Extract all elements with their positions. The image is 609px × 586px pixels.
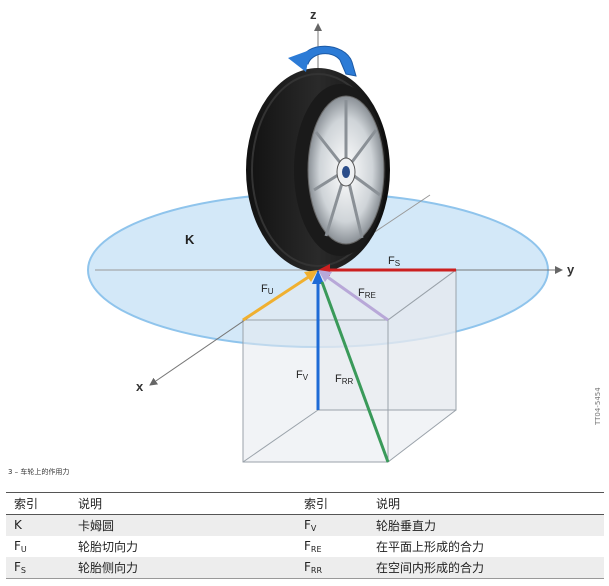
fv-label: FV — [296, 369, 309, 382]
row-index-1: FS — [6, 557, 70, 579]
legend-header-row: 索引 说明 索引 说明 — [6, 492, 604, 515]
image-code: TT04-5454 — [594, 387, 602, 425]
kamm-circle-label: K — [185, 232, 195, 247]
row-index-2: FRR — [296, 557, 368, 579]
row-index-2: FRE — [304, 539, 322, 554]
resultant-box — [241, 269, 458, 464]
fu-arrow — [242, 274, 311, 322]
row-desc-1: 轮胎侧向力 — [70, 557, 296, 579]
row-desc-1: 轮胎切向力 — [78, 540, 139, 554]
z-axis-label: z — [310, 7, 317, 22]
y-axis-label: y — [567, 262, 575, 277]
frr-label: FRR — [335, 373, 354, 386]
row-desc-2: 在平面上形成的合力 — [376, 540, 485, 554]
row-desc-1: 卡姆圆 — [70, 514, 296, 536]
row-desc-2: 在空间内形成的合力 — [368, 557, 604, 579]
table-row: K 卡姆圆 FV 轮胎垂直力 — [6, 514, 604, 536]
fu-label: FU — [261, 283, 274, 296]
figure-caption: 3 – 车轮上的作用力 — [8, 468, 70, 476]
fre-arrow — [325, 274, 389, 322]
header-index-1: 索引 — [6, 492, 70, 515]
rotation-arrow — [299, 45, 357, 77]
fs-label: FS — [388, 255, 400, 268]
table-row: FS 轮胎侧向力 FRR 在空间内形成的合力 — [6, 557, 604, 579]
x-axis-label: x — [136, 379, 144, 394]
row-index-1: K — [6, 514, 70, 536]
wheel — [246, 68, 390, 272]
frr-arrow — [320, 281, 390, 463]
force-diagram: z y x K FS — [87, 7, 575, 464]
fre-label: FRE — [358, 287, 376, 300]
row-desc-2: 轮胎垂直力 — [368, 514, 604, 536]
row-index-1: FU — [14, 539, 27, 554]
header-index-2: 索引 — [296, 492, 368, 515]
table-row: FU 轮胎切向力 FRE 在平面上形成的合力 — [6, 536, 604, 557]
header-desc-2: 说明 — [368, 492, 604, 515]
header-desc-1: 说明 — [70, 492, 296, 515]
force-arrows — [242, 264, 456, 463]
legend-table: 索引 说明 索引 说明 K 卡姆圆 FV 轮胎垂直力 FU 轮胎切向力 FRE … — [6, 492, 604, 579]
row-index-2: FV — [296, 514, 368, 536]
